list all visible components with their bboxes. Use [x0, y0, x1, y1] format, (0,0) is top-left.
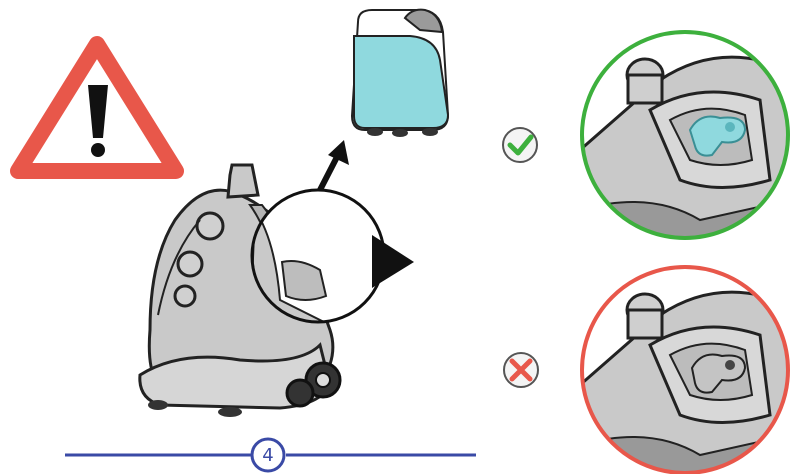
warning-triangle-icon [18, 44, 176, 171]
incorrect-detail [580, 265, 790, 474]
cross-circle-icon [504, 353, 538, 387]
correct-detail [580, 30, 790, 240]
page-number: 4 [251, 438, 285, 472]
lift-arrow-icon [320, 140, 349, 190]
check-circle-icon [503, 128, 537, 162]
water-tank-illustration [352, 10, 448, 137]
